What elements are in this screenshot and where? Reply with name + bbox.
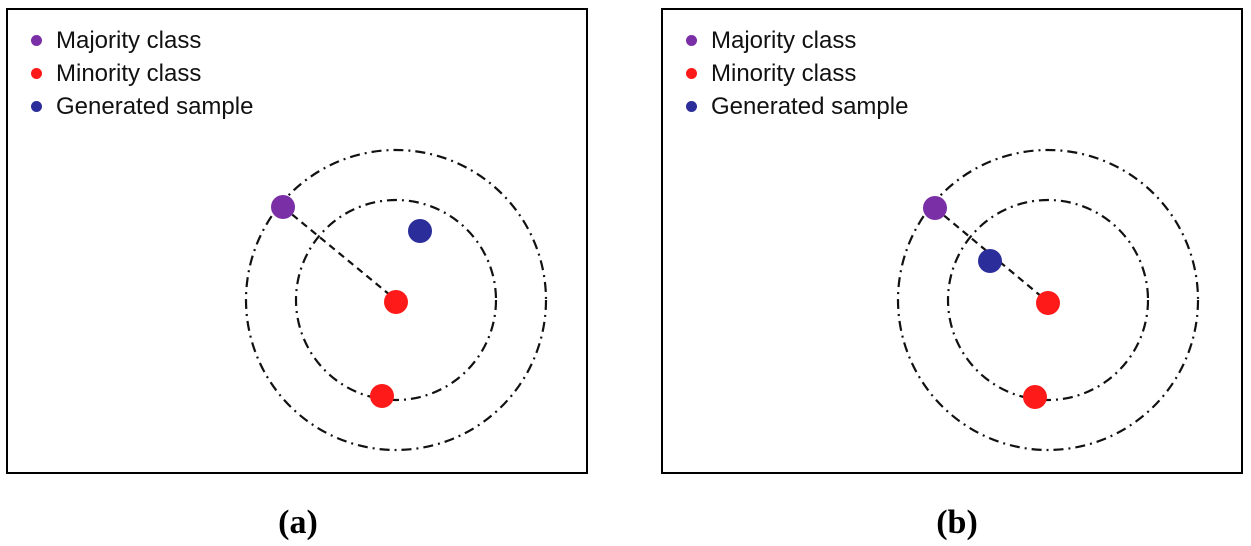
legend-item-generated: Generated sample (679, 90, 908, 123)
legend-item-majority: Majority class (679, 24, 908, 57)
legend-label-minority: Minority class (711, 60, 857, 87)
legend-label-majority: Majority class (56, 27, 202, 54)
generated-sample (408, 219, 432, 243)
legend-item-majority: Majority class (24, 24, 253, 57)
majority-sample (923, 196, 947, 220)
inner-circle (294, 198, 498, 402)
majority-sample (271, 195, 295, 219)
legend-label-generated: Generated sample (711, 93, 909, 120)
minority-sample-bottom (1023, 385, 1047, 409)
minority-dot-icon (686, 68, 697, 79)
diagram-panel-a: Majority class Minority class Generated … (6, 8, 588, 474)
diagram-canvas-a (244, 148, 548, 452)
generated-dot-icon (686, 101, 697, 112)
minority-sample-center (1036, 291, 1060, 315)
diagram-panel-b: Majority class Minority class Generated … (661, 8, 1243, 474)
generated-sample (978, 249, 1002, 273)
legend-item-minority: Minority class (24, 57, 253, 90)
legend-item-minority: Minority class (679, 57, 908, 90)
legend-label-majority: Majority class (711, 27, 857, 54)
panel-caption-a: (a) (278, 504, 318, 541)
legend-label-generated: Generated sample (56, 93, 254, 120)
legend-label-minority: Minority class (56, 60, 202, 87)
minority-sample-center (384, 290, 408, 314)
panel-caption-b: (b) (936, 504, 978, 541)
inner-circle (946, 198, 1150, 402)
dashed-connector (282, 206, 397, 301)
legend-item-generated: Generated sample (24, 90, 253, 123)
minority-dot-icon (31, 68, 42, 79)
legend: Majority class Minority class Generated … (24, 24, 253, 123)
outer-circle (896, 148, 1200, 452)
legend: Majority class Minority class Generated … (679, 24, 908, 123)
minority-sample-bottom (370, 384, 394, 408)
diagram-canvas-b (896, 148, 1200, 452)
generated-dot-icon (31, 101, 42, 112)
outer-circle (244, 148, 548, 452)
majority-dot-icon (686, 35, 697, 46)
majority-dot-icon (31, 35, 42, 46)
